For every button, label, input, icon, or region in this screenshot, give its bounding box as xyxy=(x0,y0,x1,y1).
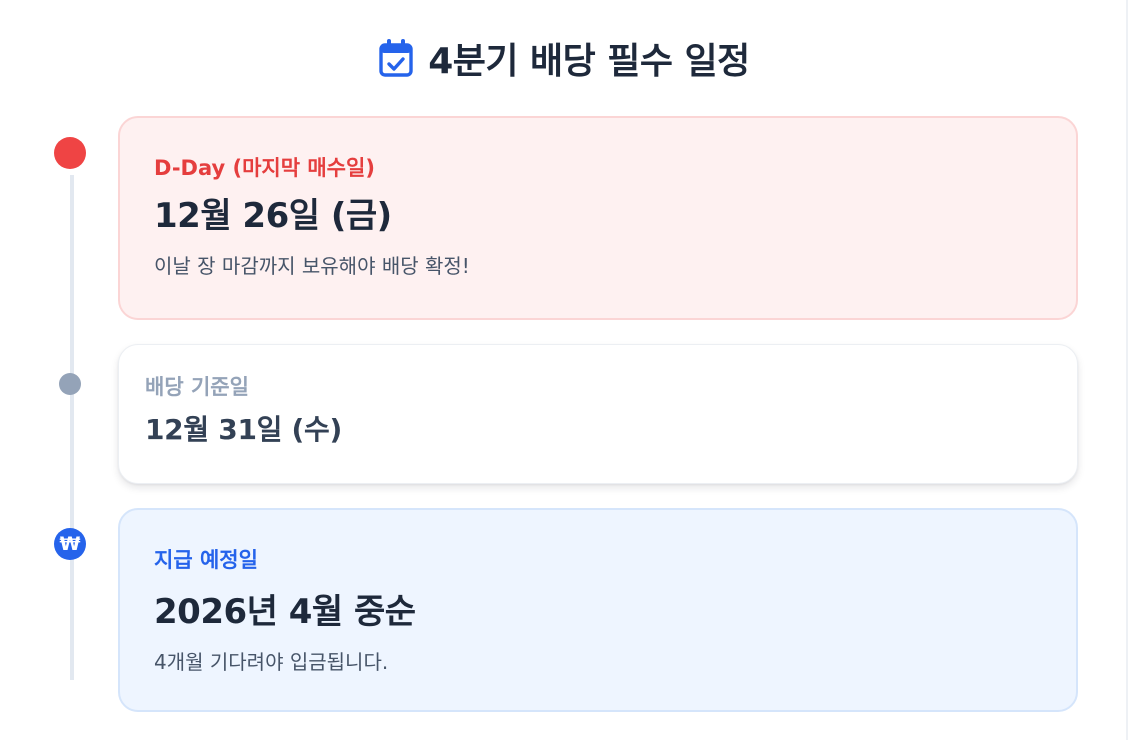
timeline-card-record-date: 배당 기준일 12월 31일 (수) xyxy=(118,344,1078,484)
card-label: 지급 예정일 xyxy=(154,548,258,572)
won-glyph: ₩ xyxy=(59,533,81,555)
record-date-marker-dot xyxy=(59,373,81,395)
card-label: 배당 기준일 xyxy=(145,375,249,399)
won-icon: ₩ xyxy=(54,528,86,560)
deadline-marker-dot xyxy=(54,137,86,169)
page-title: 4분기 배당 필수 일정 xyxy=(428,41,750,82)
card-note: 4개월 기다려야 입금됩니다. xyxy=(154,650,389,674)
card-label: D-Day (마지막 매수일) xyxy=(154,156,375,180)
timeline-rail xyxy=(70,175,74,680)
timeline-card-last-buy-day: D-Day (마지막 매수일) 12월 26일 (금) 이날 장 마감까지 보유… xyxy=(118,116,1078,320)
card-date: 12월 31일 (수) xyxy=(145,413,342,446)
page-header: 4분기 배당 필수 일정 xyxy=(0,32,1128,84)
card-date: 2026년 4월 중순 xyxy=(154,592,416,632)
timeline-card-payment-date: 지급 예정일 2026년 4월 중순 4개월 기다려야 입금됩니다. xyxy=(118,508,1078,712)
calendar-check-icon xyxy=(379,39,413,77)
card-note: 이날 장 마감까지 보유해야 배당 확정! xyxy=(154,254,470,278)
page-edge-divider xyxy=(1126,0,1128,740)
card-date: 12월 26일 (금) xyxy=(154,196,392,236)
